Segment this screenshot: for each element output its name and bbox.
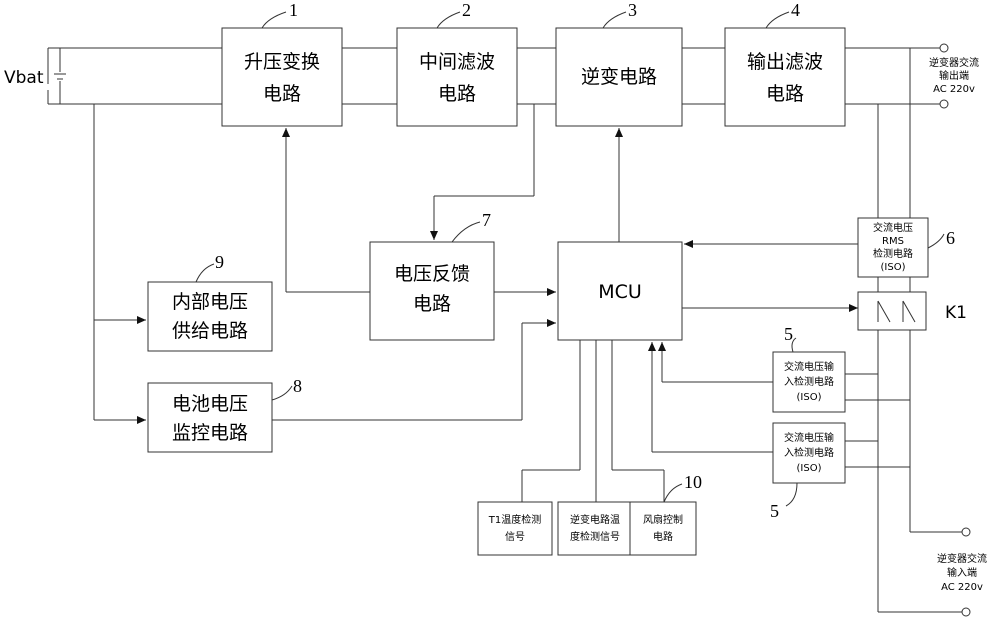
feedback-to-boost-wire <box>282 128 370 293</box>
svg-text:RMS: RMS <box>882 236 904 247</box>
callout-8: 8 <box>271 376 302 401</box>
ac-input-detect-block-1: 交流电压输 入检测电路 (ISO) <box>772 351 846 413</box>
svg-text:1: 1 <box>289 0 298 20</box>
output-terminal-line1: 逆变器交流 <box>929 56 979 69</box>
boost-label-line2: 电路 <box>263 83 301 105</box>
battery-monitor-block: 电池电压 监控电路 <box>147 382 273 453</box>
svg-text:7: 7 <box>482 210 491 230</box>
inverter-block: 逆变电路 <box>555 27 683 127</box>
svg-text:检测电路: 检测电路 <box>873 247 913 260</box>
battery-monitor-line1: 电池电压 <box>172 393 248 415</box>
battery-feed-wires <box>93 104 146 424</box>
callout-7: 7 <box>451 210 491 243</box>
svg-text:8: 8 <box>293 376 302 396</box>
svg-text:(ISO): (ISO) <box>797 392 822 403</box>
output-terminal-line2: 输出端 <box>939 69 969 82</box>
t1-temp-line1: T1温度检测 <box>488 513 541 526</box>
inv-temp-line2: 度检测信号 <box>570 530 620 543</box>
svg-text:3: 3 <box>628 0 637 20</box>
mcu-label: MCU <box>598 281 642 303</box>
svg-text:(ISO): (ISO) <box>797 463 822 474</box>
callout-10: 10 <box>663 472 702 503</box>
svg-text:入检测电路: 入检测电路 <box>784 446 834 459</box>
callout-6: 6 <box>927 228 955 249</box>
fan-control-line1: 风扇控制 <box>643 513 683 526</box>
ac-rms-detect-block: 交流电压 RMS 检测电路 (ISO) <box>857 217 929 278</box>
svg-text:2: 2 <box>462 0 471 20</box>
svg-text:入检测电路: 入检测电路 <box>784 375 834 388</box>
input-terminal-line3: AC 220v <box>941 582 983 593</box>
internal-supply-line2: 供给电路 <box>172 320 248 342</box>
relay-k1 <box>857 291 927 331</box>
internal-supply-line1: 内部电压 <box>172 291 248 313</box>
t1-temp-block: T1温度检测 信号 <box>477 501 553 556</box>
svg-text:9: 9 <box>215 252 224 272</box>
svg-text:4: 4 <box>791 0 800 20</box>
battery-label: Vbat <box>4 68 44 88</box>
svg-text:交流电压输: 交流电压输 <box>784 360 834 373</box>
voltage-feedback-line1: 电压反馈 <box>394 263 470 285</box>
ac-input-detect-block-2: 交流电压输 入检测电路 (ISO) <box>772 422 846 484</box>
input-terminal-line2: 输入端 <box>947 566 977 579</box>
voltage-feedback-line2: 电路 <box>413 293 451 315</box>
ac-detect-to-mcu-wires <box>648 342 773 453</box>
out-filter-label-line1: 输出滤波 <box>747 51 823 73</box>
mcu-bottom-wires <box>521 340 665 502</box>
svg-text:5: 5 <box>770 501 779 521</box>
input-terminal-line1: 逆变器交流 <box>937 552 987 565</box>
mcu-block: MCU <box>557 241 683 341</box>
inv-temp-block: 逆变电路温 度检测信号 <box>557 501 633 556</box>
t1-temp-line2: 信号 <box>505 531 525 543</box>
svg-text:(ISO): (ISO) <box>881 262 906 273</box>
out-filter-label-line2: 电路 <box>766 83 804 105</box>
ac-bus-wires <box>845 48 962 613</box>
boost-label-line1: 升压变换 <box>244 51 320 73</box>
output-terminal-bottom <box>939 99 949 109</box>
input-terminal-top <box>961 527 971 537</box>
voltage-feedback-block: 电压反馈 电路 <box>369 241 495 341</box>
mcu-wires <box>272 128 858 421</box>
svg-text:10: 10 <box>684 472 702 492</box>
inv-temp-line1: 逆变电路温 <box>570 513 620 526</box>
fan-control-block: 风扇控制 电路 <box>629 501 697 556</box>
callout-2: 2 <box>436 0 471 29</box>
callout-5-lower: 5 <box>770 482 798 521</box>
inverter-label: 逆变电路 <box>581 66 657 88</box>
callout-1: 1 <box>261 0 298 29</box>
feedback-sense-wire <box>430 104 535 240</box>
callout-4: 4 <box>765 0 800 29</box>
svg-text:6: 6 <box>946 228 955 248</box>
mid-filter-block: 中间滤波 电路 <box>396 27 518 127</box>
battery-symbol <box>47 47 222 105</box>
mid-filter-label-line1: 中间滤波 <box>419 51 495 73</box>
relay-label: K1 <box>945 303 967 323</box>
output-terminal-line3: AC 220v <box>933 84 975 95</box>
boost-converter-block: 升压变换 电路 <box>221 27 343 127</box>
mid-filter-label-line2: 电路 <box>438 83 476 105</box>
callout-3: 3 <box>602 0 637 29</box>
battery-monitor-line2: 监控电路 <box>172 422 248 444</box>
output-terminal-top <box>939 43 949 53</box>
top-row-wires <box>342 47 940 105</box>
callout-9: 9 <box>195 252 224 283</box>
fan-control-line2: 电路 <box>653 530 673 543</box>
input-terminal-bottom <box>961 607 971 617</box>
svg-text:交流电压: 交流电压 <box>873 221 913 234</box>
svg-text:交流电压输: 交流电压输 <box>784 431 834 444</box>
output-filter-block: 输出滤波 电路 <box>724 27 846 127</box>
svg-text:5: 5 <box>784 324 793 344</box>
callout-5-upper: 5 <box>784 324 797 353</box>
internal-supply-block: 内部电压 供给电路 <box>147 281 273 352</box>
